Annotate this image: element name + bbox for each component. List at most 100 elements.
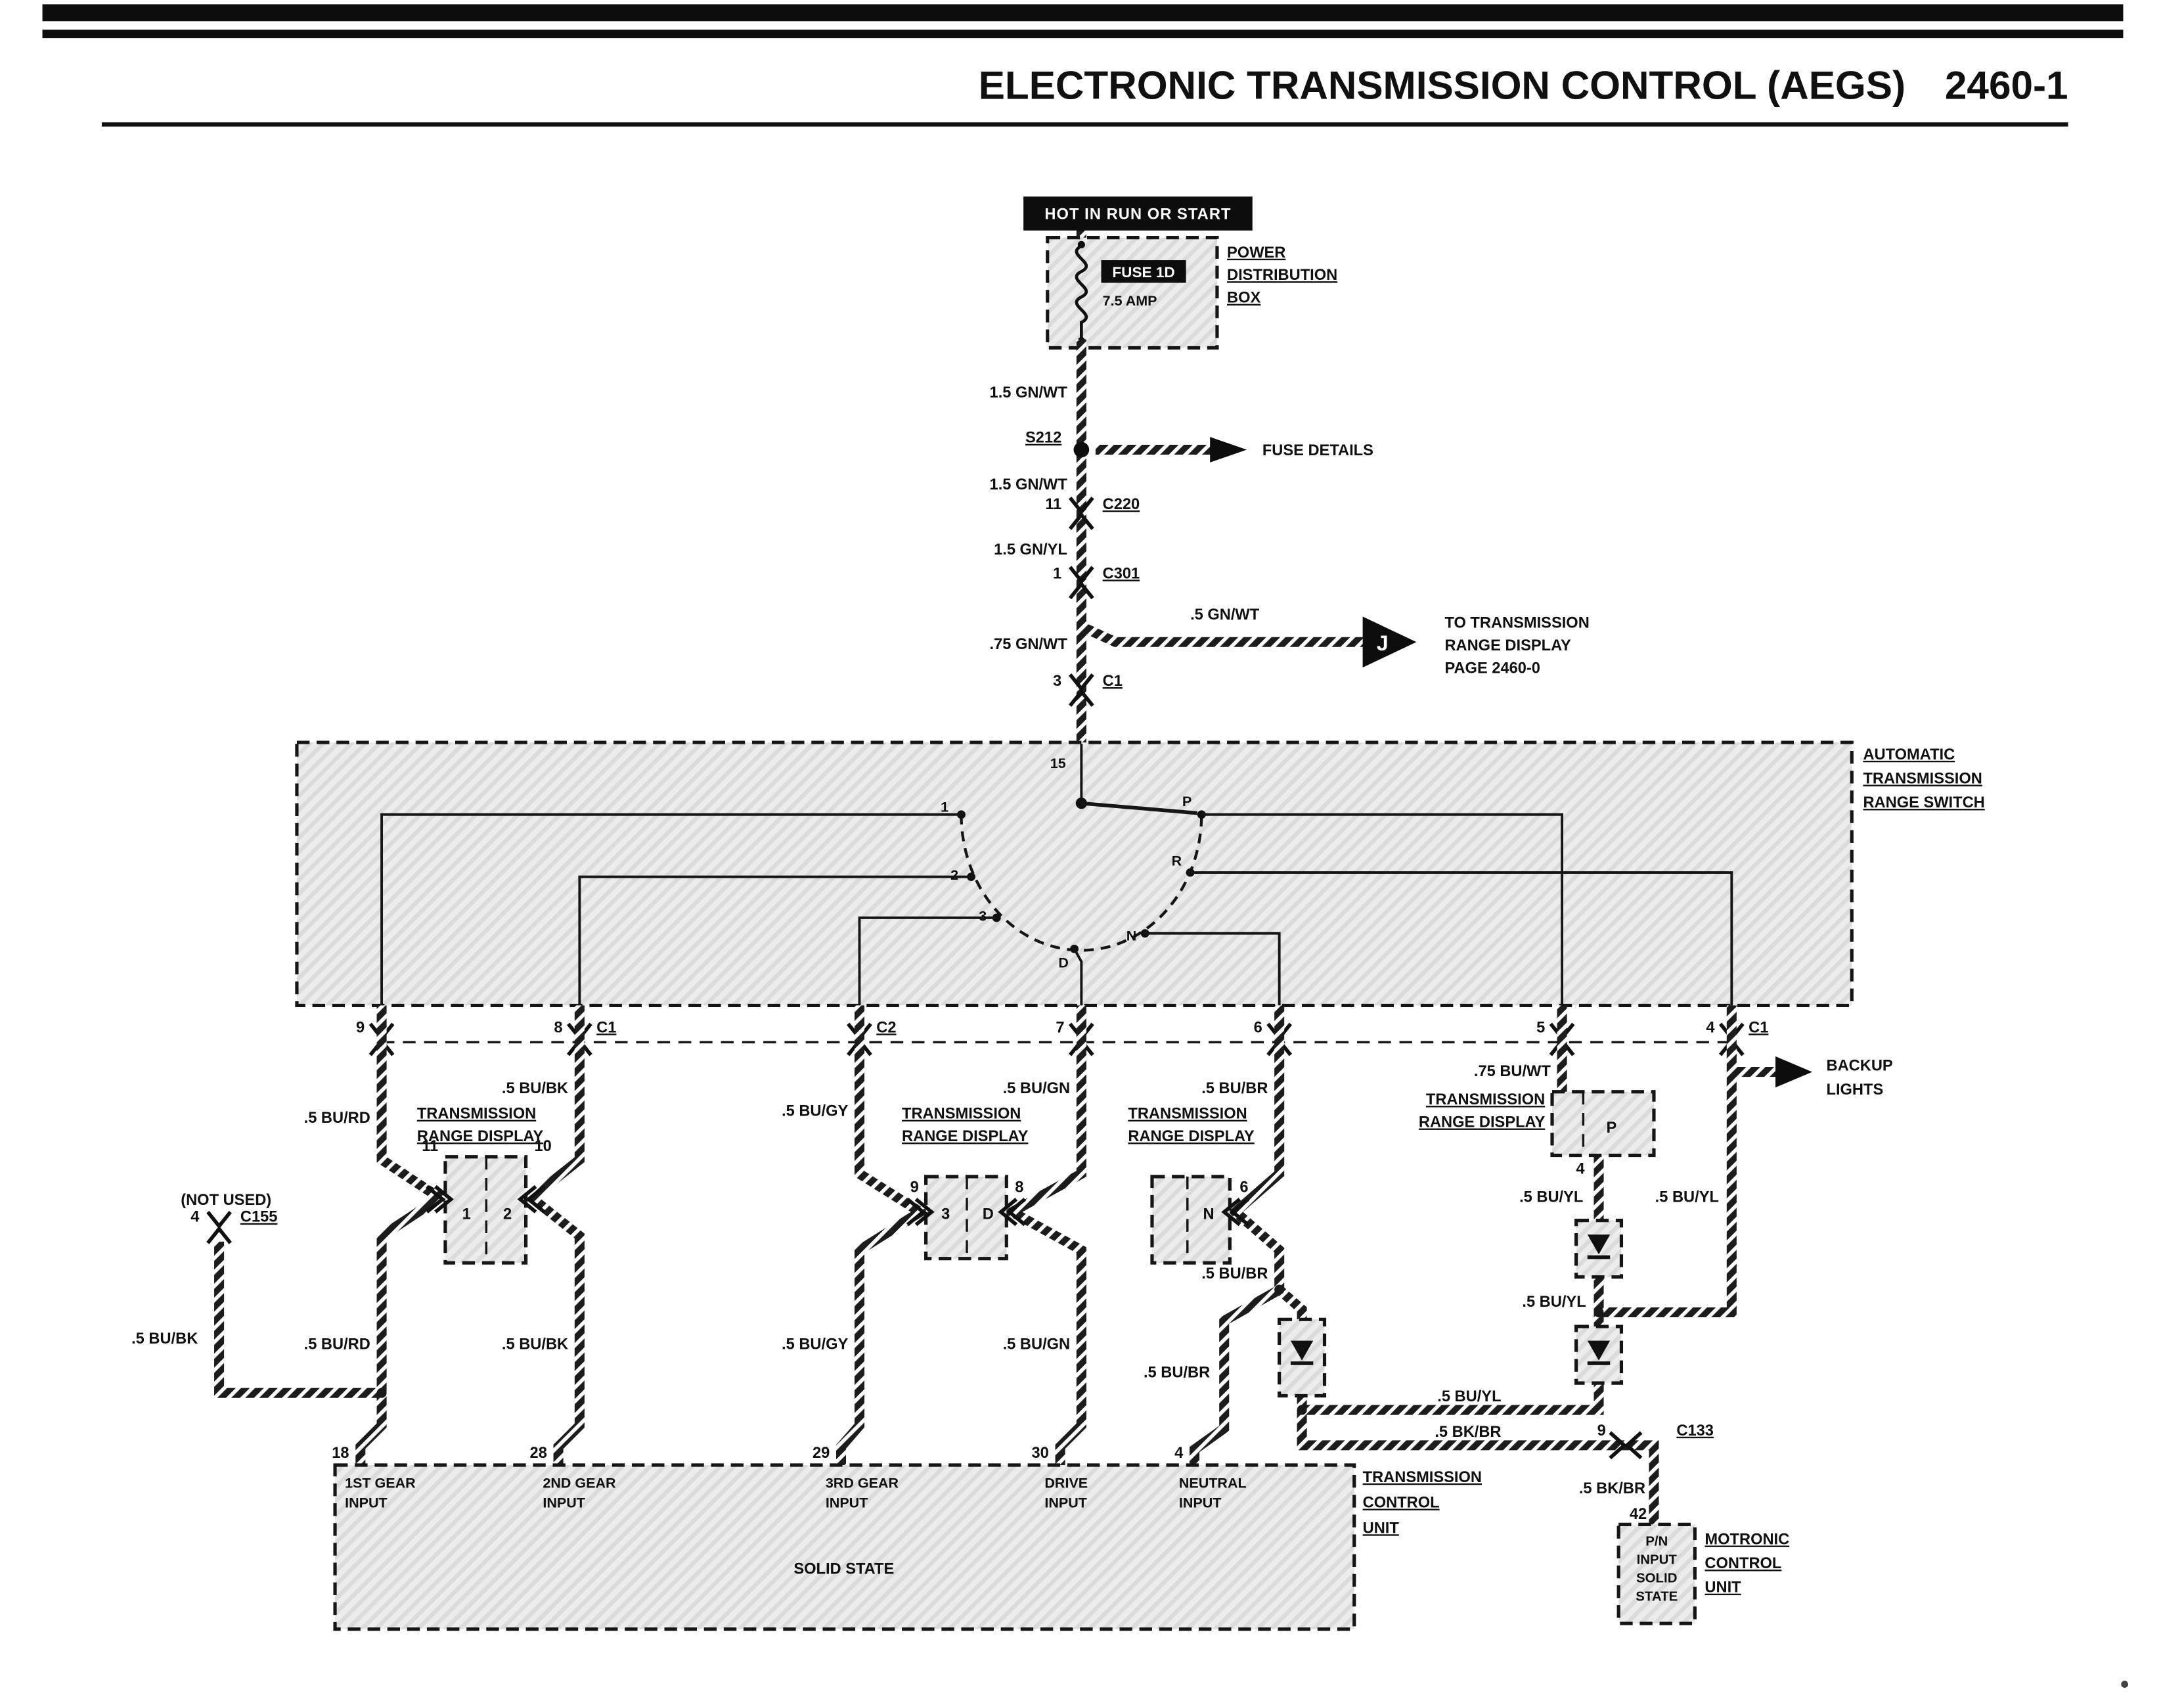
pin7-label: 7 — [1056, 1019, 1064, 1036]
connector-c220-label: C220 — [1103, 496, 1140, 513]
pin8-label: 8 — [554, 1019, 562, 1036]
pdb-label-1: POWER — [1227, 244, 1285, 261]
display4-label-1: TRANSMISSION — [1426, 1091, 1545, 1108]
wire-label-bkbr-2: .5 BK/BR — [1579, 1480, 1645, 1497]
wire-label-gnwt-1: 1.5 GN/WT — [990, 384, 1068, 401]
wire-label-buyl-3: .5 BU/YL — [1522, 1294, 1586, 1311]
branch-dest-3: PAGE 2460-0 — [1444, 660, 1540, 677]
connector-c155-pin: 4 — [190, 1209, 200, 1226]
range-switch-label-1: AUTOMATIC — [1863, 746, 1955, 763]
diode-p2-box — [1574, 1324, 1624, 1385]
tcu-input3-line2: INPUT — [826, 1495, 868, 1511]
backup-lights-arrow-icon — [1775, 1056, 1812, 1088]
tcu-input1-line2: INPUT — [345, 1495, 388, 1511]
pin4-label: 4 — [1706, 1019, 1715, 1036]
tcu-input5-line2: INPUT — [1179, 1495, 1222, 1511]
display2-right-pin-icon — [998, 1198, 1027, 1227]
backup-lights-label-1: BACKUP — [1827, 1057, 1893, 1074]
wire-bugy — [836, 1005, 930, 1468]
motronic-label-3: UNIT — [1705, 1579, 1741, 1596]
tcu-pin-29: 29 — [813, 1445, 830, 1462]
display3-pin-right: 6 — [1239, 1179, 1248, 1196]
motronic-box — [1616, 1522, 1697, 1625]
page-number: 2460-1 — [1945, 63, 2068, 108]
harness-wires: BACKUP LIGHTS .5 BU/RD .5 BU/BK .5 BU/GY… — [214, 1005, 1893, 1525]
display2-left-pin-icon — [906, 1198, 935, 1227]
fuse-symbol — [1075, 244, 1088, 340]
connector-c301-icon — [1068, 566, 1094, 600]
wire-label-bubr-a: .5 BU/BR — [1201, 1080, 1268, 1097]
tcu-pin-18: 18 — [332, 1445, 349, 1462]
connector-c155-label: C155 — [240, 1209, 278, 1226]
tcu-label-2: CONTROL — [1363, 1495, 1440, 1512]
display1-cell-2: 2 — [503, 1206, 512, 1223]
switch-pin15-label: 15 — [1050, 756, 1066, 771]
c2-label: C2 — [876, 1019, 896, 1036]
pdb-label-2: DISTRIBUTION — [1227, 267, 1337, 284]
tcu-input4-line1: DRIVE — [1044, 1475, 1088, 1491]
junction-dot-2 — [1297, 1405, 1307, 1415]
range-switch-box — [295, 740, 1854, 1008]
display1-label-2: RANGE DISPLAY — [417, 1128, 544, 1145]
wire-label-buyl-4: .5 BU/YL — [1437, 1388, 1501, 1405]
contact-2-label: 2 — [950, 867, 958, 883]
connector-c1-top-label: C1 — [1103, 673, 1123, 690]
wire-label-gnyl: 1.5 GN/YL — [994, 541, 1067, 558]
trace-1-to-pin9 — [380, 813, 962, 1006]
tcu-input3-line1: 3RD GEAR — [826, 1475, 899, 1491]
backup-lights-label-2: LIGHTS — [1827, 1081, 1884, 1098]
diode-p1-icon — [1587, 1234, 1611, 1255]
diode-n-icon — [1290, 1340, 1314, 1361]
fuse-details-arrow-icon — [1210, 437, 1247, 463]
connector-c301-label: C301 — [1103, 565, 1140, 582]
branch-dest-2: RANGE DISPLAY — [1444, 637, 1571, 654]
wire-label-bkbr-1: .5 BK/BR — [1435, 1424, 1501, 1441]
wire-label-bugn-a: .5 BU/GN — [1003, 1080, 1071, 1097]
switch-connector-row: 9 8 C1 C2 7 6 5 4 C1 — [356, 1019, 1768, 1056]
power-feed: HOT IN RUN OR START FUSE 1D 7.5 AMP POWE… — [990, 196, 1590, 744]
contact-n-label: N — [1126, 928, 1137, 943]
display1-left-pin-icon — [426, 1185, 454, 1213]
tcu-input4-line2: INPUT — [1044, 1495, 1087, 1511]
wire-label-75gnwt: .75 GN/WT — [990, 636, 1068, 653]
motronic-control-unit: P/N INPUT SOLID STATE MOTRONIC CONTROL U… — [1616, 1522, 1789, 1625]
tcu-pin-4: 4 — [1174, 1445, 1184, 1462]
wire-label-branch: .5 GN/WT — [1190, 606, 1260, 623]
connector-c301-pin: 1 — [1053, 565, 1061, 582]
contact-r-label: R — [1172, 853, 1182, 869]
tcu-label-3: UNIT — [1363, 1520, 1400, 1537]
display3-label-2: RANGE DISPLAY — [1128, 1128, 1255, 1145]
trace-r-to-pin4 — [1190, 871, 1733, 1006]
off-page-arrow-j-icon — [1362, 616, 1417, 667]
display4-cell: P — [1607, 1120, 1617, 1137]
pin5-label: 5 — [1536, 1019, 1545, 1036]
wire-burd — [355, 1005, 449, 1468]
connector-c133-label: C133 — [1676, 1422, 1714, 1439]
wire-bubr-to-diode — [1276, 1286, 1307, 1320]
display4-label-2: RANGE DISPLAY — [1419, 1114, 1546, 1131]
contact-d-label: D — [1058, 955, 1069, 970]
trace-p-to-pin5 — [1201, 813, 1564, 1006]
diode-p1-box — [1574, 1219, 1624, 1279]
trace-n-to-pin6 — [1145, 932, 1281, 1006]
range-display-4: TRANSMISSION RANGE DISPLAY P 4 — [1419, 1090, 1656, 1178]
motronic-label-1: MOTRONIC — [1705, 1531, 1789, 1549]
fuse-terminal-top — [1077, 240, 1085, 248]
junction-dot-3 — [1593, 1307, 1604, 1318]
display1-right-pin-icon — [517, 1185, 546, 1213]
range-switch-label-3: RANGE SWITCH — [1863, 794, 1984, 811]
wire-label-buwt: .75 BU/WT — [1474, 1063, 1551, 1080]
display1-pin-right: 10 — [534, 1138, 551, 1155]
tcu-input2-line2: INPUT — [543, 1495, 585, 1511]
junction-dot-1 — [1274, 1284, 1285, 1295]
wire-label-bubk-b: .5 BU/BK — [502, 1336, 568, 1353]
header-bar-thin — [42, 30, 2124, 39]
motronic-box-line3: SOLID — [1636, 1571, 1677, 1586]
splice-s212-label: S212 — [1025, 430, 1061, 447]
connector-c1-top-icon — [1068, 673, 1094, 707]
switch-wiper — [1081, 801, 1198, 815]
wire-label-bubr-n1: .5 BU/BR — [1201, 1265, 1268, 1282]
display1-pin-left: 11 — [422, 1138, 438, 1155]
